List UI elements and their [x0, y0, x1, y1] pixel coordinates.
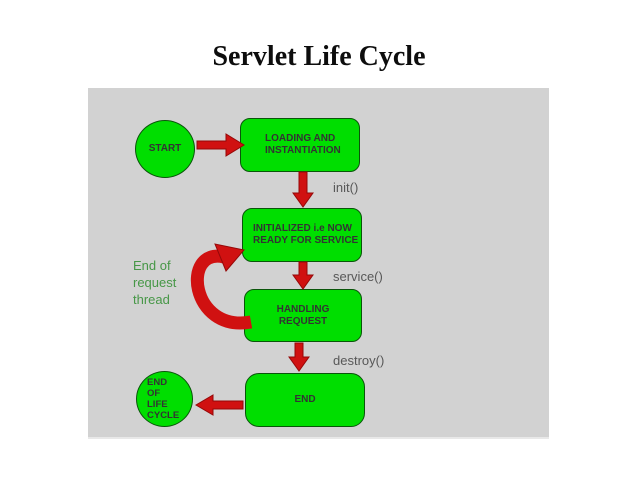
node-end: END [245, 373, 365, 427]
node-end-label: END [294, 394, 316, 405]
node-end-of-life-cycle: END OF LIFE CYCLE [136, 371, 193, 427]
node-handling-request: HANDLING REQUEST [244, 289, 362, 342]
node-loading-label: LOADING AND INSTANTIATION [265, 133, 341, 156]
node-initialized-label: INITIALIZED i.e NOW READY FOR SERVICE [253, 223, 359, 246]
node-initialized: INITIALIZED i.e NOW READY FOR SERVICE [242, 208, 362, 262]
node-start: START [135, 120, 195, 178]
node-loading-and-instantiation: LOADING AND INSTANTIATION [240, 118, 360, 172]
label-service: service() [333, 269, 383, 284]
label-init: init() [333, 180, 359, 195]
node-end-of-life-label: END OF LIFE CYCLE [147, 377, 180, 421]
node-handling-label: HANDLING REQUEST [276, 303, 330, 327]
label-destroy: destroy() [333, 353, 385, 368]
label-end-of-request-thread: End of request thread [133, 258, 177, 307]
node-start-label: START [148, 143, 182, 154]
page-title: Servlet Life Cycle [212, 41, 426, 72]
